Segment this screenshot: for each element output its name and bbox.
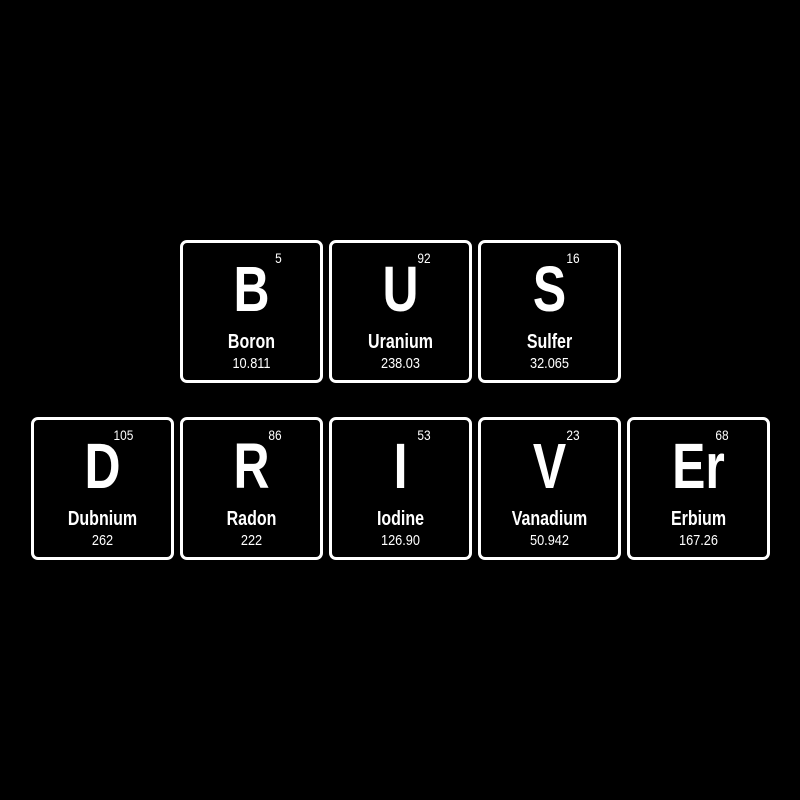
element-symbol: R — [233, 430, 270, 502]
element-symbol: Er — [672, 430, 725, 502]
atomic-number: 23 — [566, 427, 580, 443]
element-name: Dubnium — [67, 508, 138, 530]
element-symbol: D — [84, 430, 121, 502]
element-name: Boron — [227, 331, 276, 353]
atomic-mass: 126.90 — [380, 532, 420, 549]
element-symbol: U — [382, 253, 419, 325]
element-symbol: V — [532, 430, 567, 502]
atomic-mass: 32.065 — [529, 355, 569, 372]
element-name: Sulfer — [526, 331, 573, 353]
element-name: Radon — [226, 508, 277, 530]
element-tile-boron: 5 B Boron 10.811 — [180, 240, 323, 383]
atomic-number: 68 — [715, 427, 729, 443]
atomic-number: 86 — [268, 427, 282, 443]
element-tile-radon: 86 R Radon 222 — [180, 417, 323, 560]
element-tile-iodine: 53 I Iodine 126.90 — [329, 417, 472, 560]
element-symbol: S — [532, 253, 567, 325]
element-tile-erbium: 68 Er Erbium 167.26 — [627, 417, 770, 560]
element-tile-dubnium: 105 D Dubnium 262 — [31, 417, 174, 560]
element-name: Uranium — [368, 331, 433, 353]
atomic-number: 53 — [417, 427, 431, 443]
atomic-mass: 10.811 — [232, 355, 271, 372]
element-name: Vanadium — [511, 508, 588, 530]
element-name: Iodine — [376, 508, 425, 530]
element-tile-uranium: 92 U Uranium 238.03 — [329, 240, 472, 383]
atomic-mass: 222 — [240, 532, 263, 549]
atomic-mass: 50.942 — [529, 532, 569, 549]
atomic-number: 16 — [566, 250, 580, 266]
element-tile-vanadium: 23 V Vanadium 50.942 — [478, 417, 621, 560]
atomic-mass: 167.26 — [678, 532, 718, 549]
atomic-mass: 262 — [91, 532, 114, 549]
element-tile-sulfur: 16 S Sulfer 32.065 — [478, 240, 621, 383]
atomic-number: 5 — [275, 250, 282, 266]
element-symbol: B — [233, 253, 270, 325]
atomic-number: 92 — [417, 250, 431, 266]
atomic-number: 105 — [113, 427, 133, 443]
element-symbol: I — [393, 430, 408, 502]
atomic-mass: 238.03 — [380, 355, 420, 372]
element-name: Erbium — [670, 508, 727, 530]
